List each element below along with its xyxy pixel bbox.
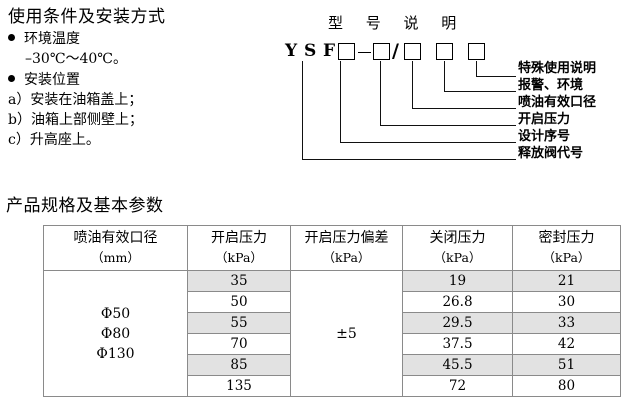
header-unit: （kPa） <box>215 250 263 265</box>
table-row: Φ50 Φ80 Φ130 35 ±5 19 21 <box>43 270 621 397</box>
leader-line-open-pressure-horizontal <box>380 125 516 126</box>
cell-seal-pressure: 30 <box>512 291 621 313</box>
header-unit: （mm） <box>91 250 140 265</box>
cell-open-pressure: 35 <box>187 270 291 292</box>
model-label-relief-valve-code: 释放阀代号 <box>518 146 584 161</box>
model-number-diagram: 型 号 说 明 Y S F / 特殊使用说明 报警、环境 喷油有效口径 开启压力… <box>278 0 642 190</box>
leader-line-special-note-vertical <box>476 61 477 76</box>
install-item: c）升高座上。 <box>8 132 100 148</box>
cell-seal-pressure: 33 <box>512 312 621 334</box>
table-row: 55 29.5 33 <box>44 312 621 334</box>
column-header-open-pressure-deviation: 开启压力偏差 （kPa） <box>290 225 403 271</box>
model-label-open-pressure: 开启压力 <box>518 112 571 127</box>
usage-bullet-temperature: 环境温度 <box>8 29 278 49</box>
table-header-row: 喷油有效口径 （mm） 开启压力 （kPa） 开启压力偏差 （kPa） 关闭压力… <box>43 225 621 271</box>
cell-seal-pressure: 51 <box>512 354 621 376</box>
cell-seal-pressure: 42 <box>512 333 621 355</box>
column-header-close-pressure: 关闭压力 （kPa） <box>402 225 513 271</box>
usage-bullet-label: 环境温度 <box>24 31 80 47</box>
header-name: 关闭压力 <box>429 230 486 246</box>
cell-open-pressure: 55 <box>187 312 291 334</box>
header-name: 喷油有效口径 <box>73 230 158 246</box>
leader-line-nozzle-diameter-horizontal <box>412 108 516 109</box>
spec-table: 喷油有效口径 （mm） 开启压力 （kPa） 开启压力偏差 （kPa） 关闭压力… <box>43 225 621 397</box>
code-letter-f: F <box>323 41 336 61</box>
code-dash-icon <box>358 52 371 53</box>
header-name: 开启压力偏差 <box>304 230 389 246</box>
table-row: 50 26.8 30 <box>44 291 621 313</box>
leader-line-relief-valve-code-vertical <box>302 61 303 159</box>
cell-open-pressure: 135 <box>187 375 291 397</box>
model-label-nozzle-diameter: 喷油有效口径 <box>518 95 597 110</box>
cell-seal-pressure: 80 <box>512 375 621 397</box>
model-label-special-note: 特殊使用说明 <box>518 61 597 76</box>
table-row: 85 45.5 51 <box>44 354 621 376</box>
leader-line-alarm-environment-horizontal <box>444 91 516 92</box>
usage-conditions-section: 使用条件及安装方式 环境温度 –30℃～40℃。 安装位置 a）安装在油箱盖上；… <box>8 6 278 150</box>
cell-close-pressure: 29.5 <box>402 312 513 334</box>
code-box-design-serial <box>338 43 355 60</box>
column-header-nozzle-diameter: 喷油有效口径 （mm） <box>43 225 188 271</box>
model-label-alarm-environment: 报警、环境 <box>518 78 584 93</box>
cell-open-pressure-deviation: ±5 <box>290 270 403 397</box>
cell-nozzle-diameters: Φ50 Φ80 Φ130 <box>43 270 188 397</box>
temperature-range-value: –30℃～40℃。 <box>25 51 127 67</box>
model-label-design-serial: 设计序号 <box>518 129 571 144</box>
header-unit: （kPa） <box>322 250 371 265</box>
diameter-value: Φ50 <box>100 305 131 322</box>
cell-close-pressure: 19 <box>402 270 513 292</box>
code-letter-s: S <box>304 41 317 61</box>
code-slash-separator: / <box>392 40 399 62</box>
cell-open-pressure: 70 <box>187 333 291 355</box>
cell-close-pressure: 45.5 <box>402 354 513 376</box>
cell-open-pressure: 85 <box>187 354 291 376</box>
bullet-dot-icon <box>8 34 15 41</box>
diameter-value: Φ130 <box>96 345 135 362</box>
header-name: 密封压力 <box>538 230 595 246</box>
cell-close-pressure: 72 <box>402 375 513 397</box>
diameter-value: Φ80 <box>100 325 131 342</box>
code-letter-y: Y <box>285 41 298 61</box>
table-row: 135 72 80 <box>44 375 621 397</box>
leader-line-open-pressure-vertical <box>380 61 381 125</box>
column-header-seal-pressure: 密封压力 （kPa） <box>512 225 621 271</box>
bullet-dot-icon <box>8 75 15 82</box>
usage-bullet-label: 安装位置 <box>24 72 80 88</box>
code-box-nozzle-diameter <box>404 43 421 60</box>
leader-line-nozzle-diameter-vertical <box>412 61 413 108</box>
header-unit: （kPa） <box>542 250 591 265</box>
usage-bullet-install-position: 安装位置 <box>8 70 278 90</box>
leader-line-relief-valve-code-horizontal <box>302 159 516 160</box>
header-name: 开启压力 <box>211 230 267 246</box>
cell-seal-pressure: 21 <box>512 270 621 292</box>
code-box-open-pressure <box>373 43 390 60</box>
spec-section-title: 产品规格及基本参数 <box>6 196 164 216</box>
install-item: b）油箱上部侧壁上； <box>8 112 143 128</box>
leader-line-design-serial-horizontal <box>340 142 516 143</box>
code-box-alarm-environment <box>436 43 453 60</box>
table-row: 70 37.5 42 <box>44 333 621 355</box>
leader-line-design-serial-vertical <box>340 61 341 142</box>
leader-line-alarm-environment-vertical <box>444 61 445 91</box>
model-diagram-title: 型 号 说 明 <box>328 14 466 32</box>
code-box-special-note <box>468 43 485 60</box>
cell-open-pressure: 50 <box>187 291 291 313</box>
leader-line-special-note-horizontal <box>476 76 516 77</box>
column-header-open-pressure: 开启压力 （kPa） <box>187 225 291 271</box>
header-unit: （kPa） <box>433 250 482 265</box>
usage-section-title: 使用条件及安装方式 <box>8 7 166 27</box>
cell-close-pressure: 26.8 <box>402 291 513 313</box>
cell-close-pressure: 37.5 <box>402 333 513 355</box>
install-item: a）安装在油箱盖上； <box>8 92 143 108</box>
